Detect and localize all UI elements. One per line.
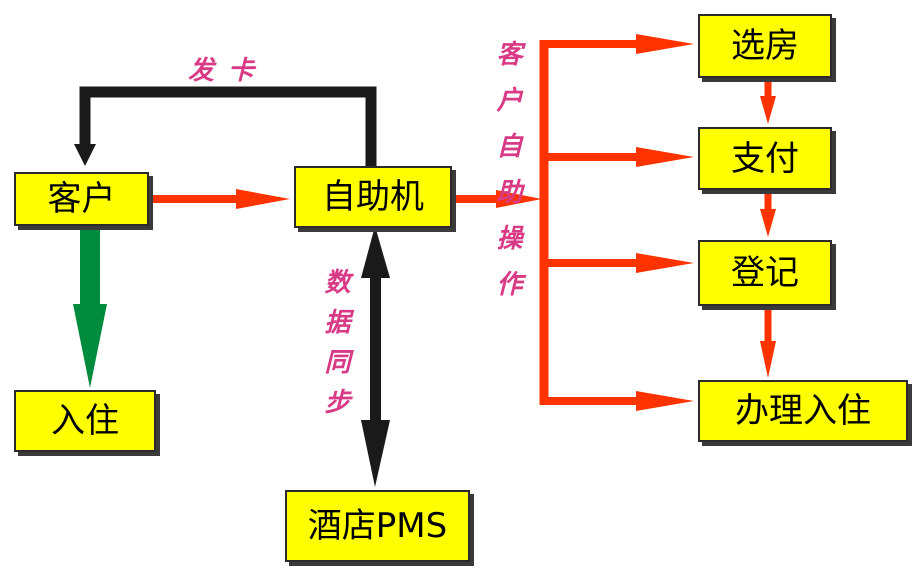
complete-checkin-label: 办理入住: [735, 391, 871, 431]
payment-box: 支付: [698, 127, 832, 190]
customer-box: 客户: [14, 172, 149, 226]
bus-to-select-room-arrowhead: [636, 34, 694, 54]
issue-card-connector: [79, 86, 377, 168]
data-sync-arrowhead-up: [361, 226, 390, 278]
data-sync-shaft: [370, 270, 381, 430]
customer-to-checkin-shaft: [80, 226, 100, 310]
pms-box: 酒店PMS: [285, 490, 470, 562]
complete-checkin-box: 办理入住: [698, 380, 908, 442]
checkin-box: 入住: [14, 390, 156, 452]
data-sync-label: 数据同步: [320, 268, 350, 428]
kiosk-label: 自助机: [322, 177, 424, 217]
register-box: 登记: [698, 240, 832, 306]
pms-label: 酒店PMS: [307, 506, 448, 546]
select-room-to-payment-arrowhead: [760, 96, 776, 124]
select-room-label: 选房: [731, 26, 799, 66]
issue-card-label: 发卡: [188, 56, 269, 86]
bus-to-register-arrowhead: [636, 253, 694, 273]
customer-to-checkin-arrowhead: [73, 304, 107, 388]
payment-to-register-arrowhead: [760, 209, 776, 237]
data-sync-arrowhead-down: [361, 420, 390, 487]
register-label: 登记: [731, 253, 799, 293]
self-service-label: 客户自助操作: [492, 40, 522, 316]
customer-label: 客户: [47, 179, 116, 219]
bus-to-payment-arrowhead: [636, 147, 694, 167]
bus-to-complete-checkin-arrowhead: [636, 391, 694, 411]
customer-to-kiosk-arrowhead: [236, 189, 290, 209]
select-room-box: 选房: [698, 14, 832, 78]
checkin-label: 入住: [51, 401, 119, 441]
payment-label: 支付: [731, 138, 799, 179]
kiosk-box: 自助机: [294, 166, 452, 228]
register-to-complete-checkin-arrowhead: [760, 341, 776, 378]
kiosk-to-bus-arrowhead: [496, 190, 542, 208]
issue-card-arrowhead: [74, 144, 96, 166]
